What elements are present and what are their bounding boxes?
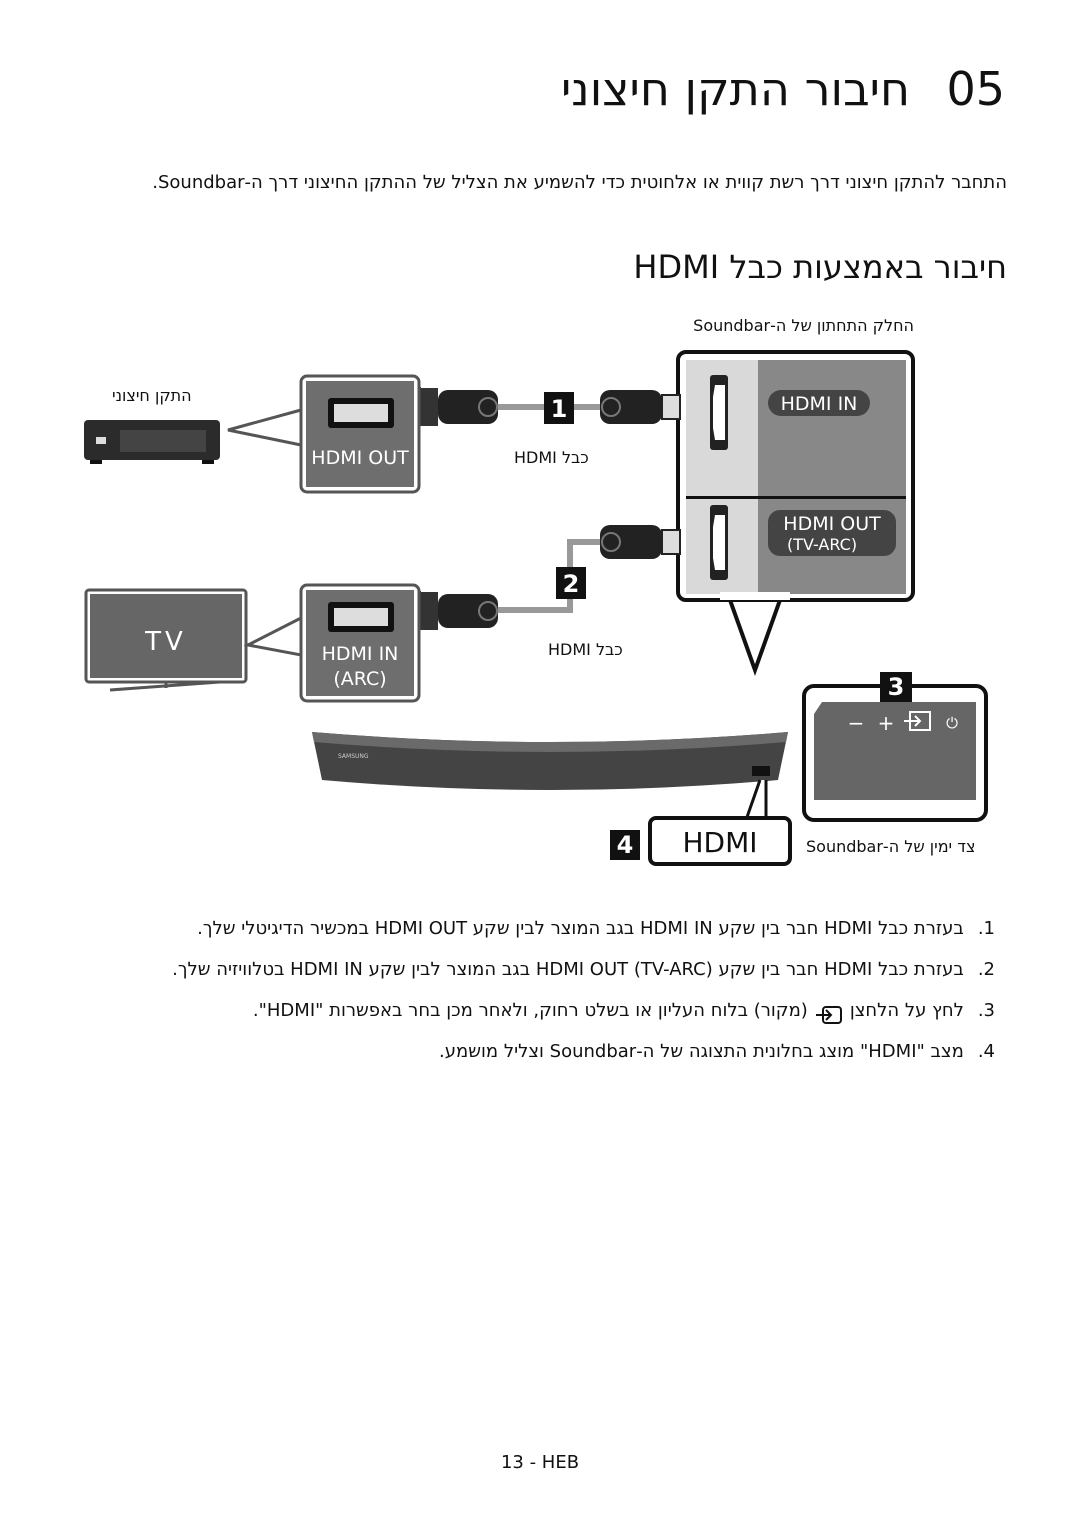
port-tv-arc-text: (TV-ARC) bbox=[787, 535, 857, 554]
hdmi-cable-2 bbox=[399, 525, 681, 630]
chapter-heading: חיבור התקן חיצוני bbox=[561, 62, 910, 116]
external-device-label: התקן חיצוני bbox=[112, 386, 192, 405]
port-hdmi-in-text: HDMI IN bbox=[781, 393, 858, 415]
step-number: 4. bbox=[977, 1041, 995, 1062]
external-device-port-box bbox=[227, 374, 421, 494]
page-footer: 13 - HEB bbox=[500, 1452, 580, 1473]
source-button-icon bbox=[814, 1000, 844, 1024]
btn-minus: − bbox=[848, 711, 865, 735]
side-label: צד ימין של ה-Soundbar bbox=[806, 837, 976, 856]
brand-mark: SAMSUNG bbox=[338, 753, 369, 760]
intro-text: התחבר להתקן חיצוני דרך רשת קווית או אלחו… bbox=[152, 172, 1007, 193]
external-device-icon bbox=[84, 420, 220, 464]
step-1: 1. בעזרת כבל HDMI חבר בין שקע HDMI IN בגב… bbox=[40, 908, 995, 949]
chapter-title: 05 bbox=[60, 62, 1005, 116]
step-text: בעזרת כבל HDMI חבר בין שקע HDMI OUT (TV-… bbox=[172, 959, 964, 980]
source-icon bbox=[904, 711, 931, 731]
tv-icon bbox=[84, 588, 248, 692]
section-title: חיבור באמצעות כבל HDMI bbox=[633, 248, 1007, 286]
cable-label-1: כבל HDMI bbox=[514, 448, 589, 467]
callout-2: 2 bbox=[563, 570, 580, 598]
soundbar-body bbox=[312, 732, 788, 790]
callout-3: 3 bbox=[888, 673, 905, 701]
chapter-number: 05 bbox=[946, 62, 1005, 116]
soundbar-bottom-panel bbox=[676, 350, 915, 676]
step-text: מצב "HDMI" מוצג בחלונית התצוגה של ה-Soun… bbox=[439, 1041, 964, 1062]
port-hdmi-out-text: HDMI OUT bbox=[783, 513, 881, 535]
step-number: 3. bbox=[977, 1000, 995, 1021]
ext-port-out-text: HDMI OUT bbox=[311, 447, 409, 469]
tv-label: TV bbox=[144, 627, 187, 657]
instruction-steps: 1. בעזרת כבל HDMI חבר בין שקע HDMI IN בגב… bbox=[40, 908, 995, 1072]
step-text: בעזרת כבל HDMI חבר בין שקע HDMI IN בגב ה… bbox=[197, 918, 964, 939]
step-number: 1. bbox=[977, 918, 995, 939]
soundbar-right-side bbox=[802, 672, 988, 822]
step-4: 4. מצב "HDMI" מוצג בחלונית התצוגה של ה-So… bbox=[40, 1031, 995, 1072]
step-number: 2. bbox=[977, 959, 995, 980]
tv-port-in-text: HDMI IN bbox=[322, 643, 399, 665]
connection-diagram: HDMI IN HDMI OUT (TV-ARC) 1 bbox=[70, 300, 1020, 880]
step-text-after: (מקור) בלוח העליון או בשלט רחוק, ולאחר מ… bbox=[252, 1000, 808, 1021]
tv-port-box bbox=[243, 583, 421, 703]
hdmi-cable-1 bbox=[399, 387, 681, 426]
callout-4: 4 bbox=[617, 831, 634, 859]
btn-power: ⏻ bbox=[946, 714, 958, 732]
cable-label-2: כבל HDMI bbox=[548, 640, 623, 659]
tv-port-arc-text: (ARC) bbox=[333, 668, 386, 690]
callout-1: 1 bbox=[551, 395, 568, 423]
step-2: 2. בעזרת כבל HDMI חבר בין שקע HDMI OUT (T… bbox=[40, 949, 995, 990]
step-3: 3. לחץ על הלחצן (מקור) בלוח העליון או בשלט… bbox=[40, 990, 995, 1031]
display-text: HDMI bbox=[682, 826, 757, 859]
btn-plus: + bbox=[878, 711, 895, 735]
panel-label: החלק התחתון של ה-Soundbar bbox=[693, 316, 914, 335]
step-text-before: לחץ על הלחצן bbox=[849, 1000, 964, 1021]
